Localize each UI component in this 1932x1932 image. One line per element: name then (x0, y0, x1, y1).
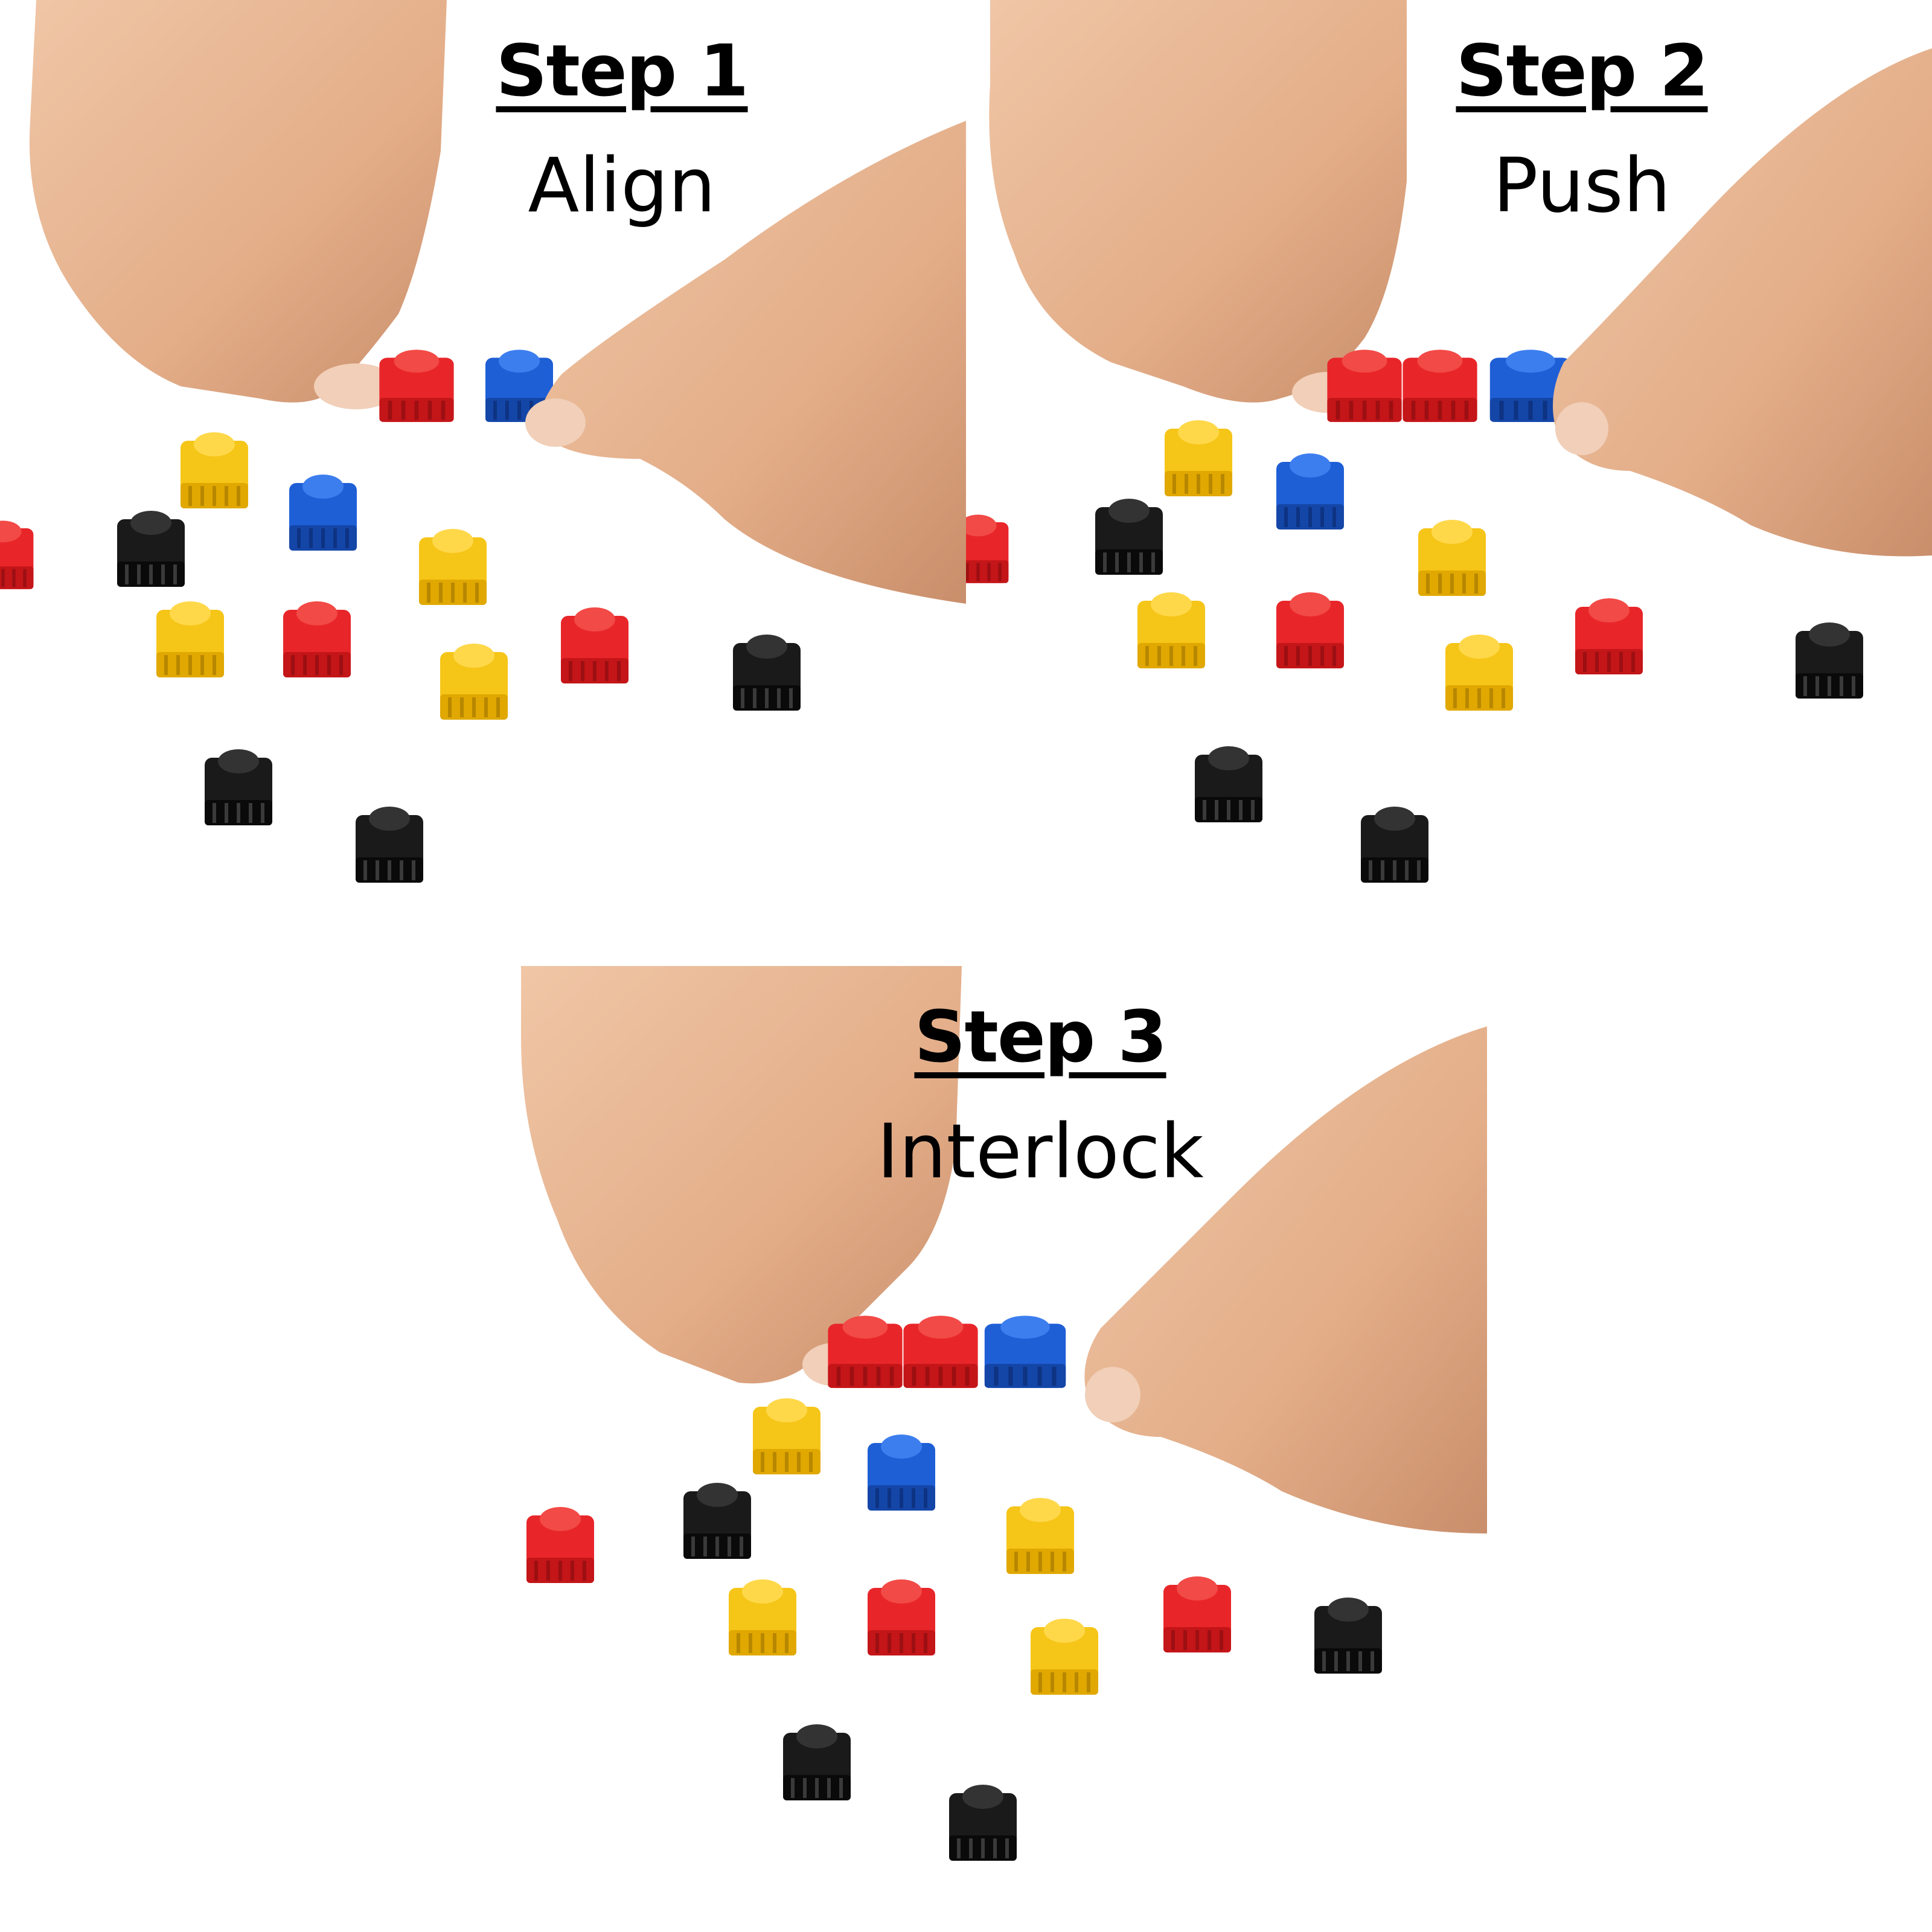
step-action: Interlock (877, 1108, 1204, 1195)
step-action: Push (1492, 142, 1671, 229)
connecting-blocks (828, 1316, 1066, 1388)
step-2-panel: Step 2 Push (966, 0, 1932, 966)
connecting-blocks (379, 350, 553, 422)
step-2-photo (966, 0, 1932, 966)
step-action: Align (528, 142, 716, 229)
connecting-blocks (1327, 350, 1571, 422)
right-hand (1084, 1026, 1487, 1534)
step-3-panel: Step 3 Interlock (521, 966, 1487, 1932)
right-hand (1553, 48, 1932, 557)
left-hand (989, 0, 1407, 413)
right-hand (525, 121, 966, 604)
step-title: Step 2 (1456, 29, 1709, 112)
step-1-photo (0, 0, 966, 966)
step-title: Step 1 (496, 29, 749, 112)
step-3-photo (521, 966, 1487, 1932)
scattered-blocks (0, 432, 801, 883)
step-title: Step 3 (914, 995, 1167, 1078)
step-1-panel: Step 1 Align (0, 0, 966, 966)
left-hand (29, 0, 447, 409)
